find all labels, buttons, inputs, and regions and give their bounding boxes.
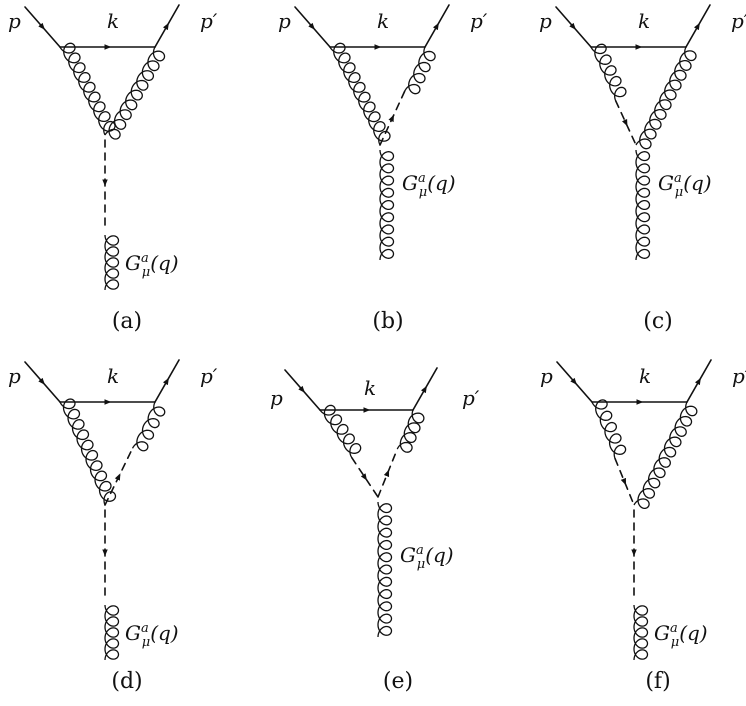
external-gluon-line [104, 604, 120, 661]
left-ghost-line [614, 457, 635, 506]
diagram-c: p k p′ Gaμ(q) (c) [539, 4, 746, 334]
caption: (a) [112, 309, 142, 334]
left-ghost-line [351, 457, 379, 498]
right-gluon-line [104, 46, 166, 140]
left-gluon-line [59, 42, 116, 136]
left-ghost-line-arrow [360, 473, 368, 481]
external-gluon-line [104, 234, 120, 291]
outgoing-quark-line-arrow [694, 377, 701, 386]
label-p: p [8, 9, 21, 33]
label-p: p [539, 9, 552, 33]
label-p: p [8, 364, 21, 388]
outgoing-quark-line-arrow [693, 22, 700, 31]
caption: (b) [372, 309, 403, 334]
left-ghost-line [614, 100, 637, 146]
caption: (f) [645, 669, 670, 694]
incoming-quark-line-arrow [570, 377, 578, 385]
outgoing-quark-line-arrow [162, 377, 169, 386]
outgoing-quark-line-arrow [162, 22, 169, 31]
label-p-prime: p′ [732, 364, 746, 388]
right-gluon-line [404, 46, 436, 95]
external-gluon-line [379, 149, 395, 261]
external-gluon-line [635, 149, 651, 261]
external-gluon-line [377, 501, 393, 638]
right-gluon-line [396, 409, 425, 453]
right-gluon-line [131, 401, 166, 452]
label-p: p [270, 386, 283, 410]
right-ghost-line-arrow [388, 114, 394, 123]
label-p: p [278, 9, 291, 33]
label-k: k [638, 9, 650, 33]
incoming-quark-line-arrow [308, 22, 316, 30]
external-gluon-line [633, 604, 649, 661]
left-gluon-line [319, 404, 362, 459]
label-p-prime: p′ [200, 9, 218, 33]
label-p-prime: p′ [470, 9, 488, 33]
incoming-quark-line-arrow [298, 385, 306, 393]
label-p-prime: p′ [462, 386, 480, 410]
left-gluon-line [590, 43, 627, 102]
label-k: k [639, 364, 651, 388]
left-ghost-line-arrow [621, 118, 628, 127]
incoming-quark-line-arrow [569, 22, 577, 30]
caption: (d) [111, 669, 142, 694]
left-gluon-line [591, 399, 627, 459]
right-ghost-line-arrow [383, 469, 390, 478]
right-ghost-line-arrow [114, 473, 121, 481]
incoming-quark-line-arrow [38, 377, 46, 385]
left-ghost-line-arrow [620, 477, 626, 486]
incoming-quark-line-arrow [38, 22, 46, 30]
label-k: k [107, 9, 119, 33]
label-k: k [107, 364, 119, 388]
label-p-prime: p′ [200, 364, 218, 388]
left-gluon-line [59, 398, 117, 506]
diagram-f: p k p′ Gaμ(q) (f) [540, 359, 746, 694]
label-p: p [540, 364, 553, 388]
outgoing-quark-line-arrow [432, 22, 439, 31]
label-k: k [364, 376, 376, 400]
caption: (c) [643, 309, 673, 334]
caption: (e) [383, 669, 413, 694]
left-gluon-line [329, 42, 391, 146]
right-gluon-line [635, 46, 697, 150]
label-k: k [377, 9, 389, 33]
label-p-prime: p′ [731, 9, 746, 33]
right-gluon-line [633, 401, 698, 510]
outgoing-quark-line-arrow [420, 385, 427, 394]
